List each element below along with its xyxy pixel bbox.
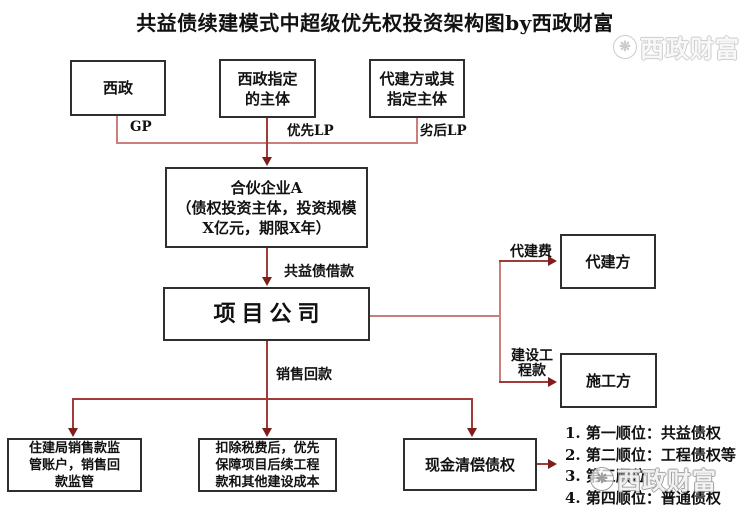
- node-bureau-line3: 款监管: [54, 474, 94, 490]
- arrowhead-into-tax: [262, 428, 272, 437]
- node-bureau-line1: 住建局销售款监: [28, 440, 120, 456]
- node-shigongfang: 施工方: [560, 353, 657, 408]
- connector-xizheng-down: [116, 116, 118, 143]
- connector-bottom-horizontal: [72, 398, 473, 400]
- edge-label-gp: GP: [130, 119, 152, 135]
- connector-to-cash: [471, 398, 473, 429]
- node-cash-repayment: 现金清偿债权: [403, 438, 537, 491]
- node-agent-line1: 代建方或其: [379, 69, 455, 88]
- node-partnership-line2: （债权投资主体，投资规模: [176, 198, 357, 217]
- node-cash-label: 现金清偿债权: [424, 455, 515, 474]
- node-project-label: 项目公司: [213, 301, 326, 327]
- connector-cash-to-list: [537, 463, 549, 465]
- node-tax-line3: 款和其他建设成本: [215, 474, 320, 490]
- node-project-company: 项目公司: [163, 287, 370, 341]
- node-partnership: 合伙企业A （债权投资主体，投资规模 X亿元，期限X年）: [165, 167, 368, 248]
- priority-item-3: 3. 第三顺位：: [565, 467, 661, 485]
- arrowhead-into-shigongfang: [548, 377, 557, 387]
- priority-item-4: 4. 第四顺位：普通债权: [565, 488, 721, 507]
- node-partnership-line3: X亿元，期限X年）: [202, 218, 331, 237]
- arrowhead-into-priority-list: [548, 459, 557, 469]
- node-partnership-line1: 合伙企业A: [230, 178, 303, 197]
- connector-project-right: [370, 315, 500, 317]
- node-bureau-line2: 管账户，销售回: [28, 457, 120, 473]
- edge-label-construction-fee-line2: 程款: [518, 363, 546, 379]
- node-designated-line2: 的主体: [244, 89, 290, 108]
- edge-label-construction-fee: 建设工 程款: [508, 349, 556, 379]
- connector-right-vertical: [499, 261, 501, 383]
- node-agent-entity: 代建方或其 指定主体: [369, 59, 465, 118]
- connector-agent-down: [416, 118, 418, 143]
- edge-label-loan: 共益债借款: [284, 264, 354, 280]
- diagram-title: 共益债续建模式中超级优先权投资架构图by西政财富: [136, 11, 614, 35]
- node-designated-entity: 西政指定 的主体: [219, 59, 316, 118]
- node-tax: 扣除税费后，优先 保障项目后续工程 款和其他建设成本: [198, 438, 337, 492]
- node-tax-line1: 扣除税费后，优先: [215, 440, 320, 456]
- edge-label-construction-fee-line1: 建设工: [511, 348, 553, 364]
- arrowhead-into-daijianfang: [548, 256, 557, 266]
- node-agent-line2: 指定主体: [386, 89, 447, 108]
- node-shigongfang-label: 施工方: [585, 371, 631, 390]
- node-designated-line1: 西政指定: [237, 69, 298, 88]
- node-tax-line2: 保障项目后续工程: [215, 457, 320, 473]
- connector-to-bureau: [72, 398, 74, 429]
- watermark-logo-icon: ❋: [613, 34, 637, 59]
- node-xizheng-label: 西政: [102, 79, 133, 97]
- priority-item-1: 1. 第一顺位：共益债权: [565, 424, 721, 442]
- connector-to-tax: [266, 398, 268, 429]
- connector-sales-down: [266, 341, 268, 400]
- node-xizheng: 西政: [70, 60, 166, 116]
- arrowhead-into-cash: [467, 428, 477, 437]
- priority-list: 1. 第一顺位：共益债权 2. 第二顺位：工程债权等 3. 第三顺位： 4. 第…: [565, 423, 736, 509]
- edge-label-senior-lp: 优先LP: [287, 123, 334, 139]
- node-daijianfang-label: 代建方: [585, 252, 631, 271]
- priority-item-2: 2. 第二顺位：工程债权等: [565, 445, 736, 464]
- arrowhead-into-partnership: [262, 157, 272, 166]
- connector-designated-down: [266, 118, 268, 158]
- edge-label-agency-fee: 代建费: [510, 244, 552, 260]
- arrowhead-into-bureau: [68, 428, 78, 437]
- connector-to-daijianfang: [499, 260, 548, 262]
- node-daijianfang: 代建方: [560, 234, 656, 289]
- connector-to-shigongfang: [499, 381, 548, 383]
- node-bureau: 住建局销售款监 管账户，销售回 款监管: [7, 438, 142, 492]
- connector-loan-down: [266, 248, 268, 278]
- arrowhead-into-project: [262, 277, 272, 286]
- edge-label-sales-proceeds: 销售回款: [276, 367, 332, 383]
- edge-label-junior-lp: 劣后LP: [420, 123, 467, 139]
